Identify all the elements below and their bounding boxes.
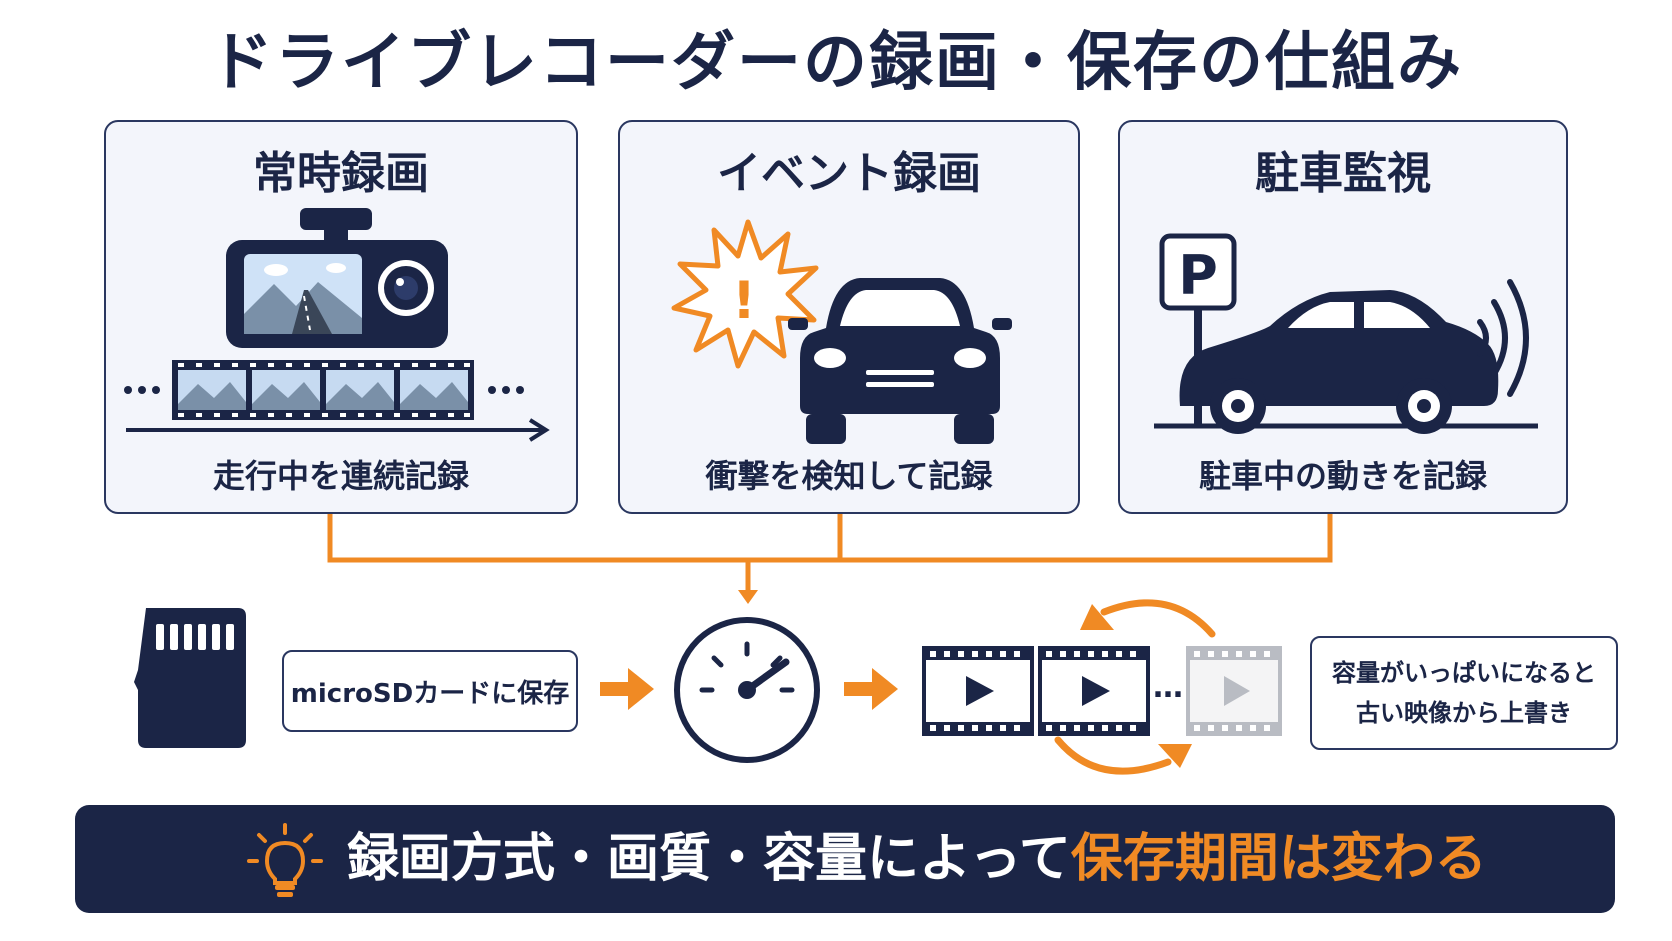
summary-text: 録画方式・画質・容量によって保存期間は変わる xyxy=(347,805,1487,913)
arrow-right-icon xyxy=(844,668,898,710)
panel-parking-monitor: 駐車監視 P 駐車中の動きを記録 xyxy=(1118,120,1568,514)
video-frame-icon xyxy=(1186,646,1282,736)
panel-title: 常時録画 xyxy=(253,148,429,199)
storage-label: microSDカードに保存 xyxy=(290,678,570,709)
panel-title: 駐車監視 xyxy=(1255,148,1431,199)
video-frame-icon xyxy=(922,646,1034,736)
gauge-icon xyxy=(674,617,820,763)
dashcam-icon xyxy=(226,208,448,348)
video-frame-icon xyxy=(1038,646,1150,736)
car-side-icon xyxy=(1154,290,1538,434)
car-front-icon xyxy=(788,278,1012,444)
signal-waves-icon xyxy=(1477,279,1529,397)
storage-label-box: microSDカードに保存 xyxy=(282,650,578,732)
panel-title: イベント録画 xyxy=(717,148,981,199)
panel-event-recording: イベント録画 ! 衝撃を検知して記録 xyxy=(618,120,1080,514)
page-title: ドライブレコーダーの録画・保存の仕組み xyxy=(209,26,1463,100)
panel-continuous-recording: 常時録画 xyxy=(104,120,578,514)
parking-sign-letter: P xyxy=(1178,244,1218,307)
alert-mark: ! xyxy=(732,271,756,331)
summary-banner: 録画方式・画質・容量によって保存期間は変わる xyxy=(75,805,1615,913)
loop-arrows-icon xyxy=(1054,599,1216,775)
ellipsis: … xyxy=(1153,670,1183,705)
summary-text-main: 録画方式・画質・容量によって xyxy=(347,829,1071,889)
summary-text-highlight: 保存期間は変わる xyxy=(1070,829,1487,889)
panel-caption: 走行中を連続記録 xyxy=(212,457,469,495)
arrow-right-icon xyxy=(600,668,654,710)
overwrite-note-line1: 容量がいっぱいになると xyxy=(1332,659,1596,687)
parking-sign-icon: P xyxy=(1159,233,1237,426)
overwrite-note-box: 容量がいっぱいになると 古い映像から上書き xyxy=(1310,636,1618,750)
lightbulb-icon xyxy=(247,823,323,897)
film-strip-icon xyxy=(124,360,550,442)
panel-caption: 衝撃を検知して記録 xyxy=(705,457,993,495)
collision-burst-icon: ! xyxy=(671,219,819,369)
panel-caption: 駐車中の動きを記録 xyxy=(1198,457,1487,495)
overwrite-note-line2: 古い映像から上書き xyxy=(1356,699,1572,727)
microsd-card-icon xyxy=(134,608,246,748)
